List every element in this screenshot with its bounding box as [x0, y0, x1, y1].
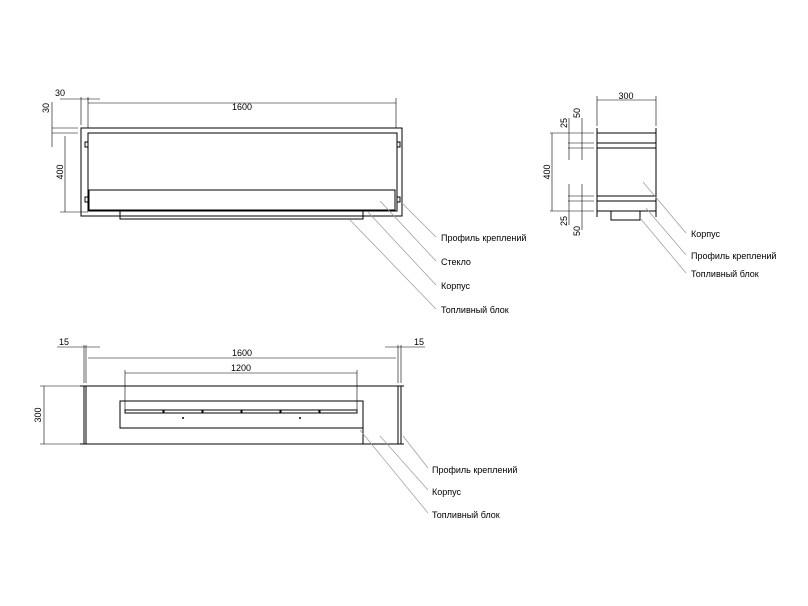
- front-outer-frame: [80, 127, 403, 217]
- front-body: [88, 189, 396, 211]
- front-dimensions: [51, 97, 397, 213]
- side-fuel-block: [610, 210, 641, 221]
- front-fuel-block: [119, 210, 364, 220]
- dim-50-bottom: 50: [572, 226, 582, 236]
- dim-15-left: 15: [59, 337, 69, 347]
- label-glass: Стекло: [441, 257, 471, 267]
- dim-30-h: 30: [55, 88, 65, 98]
- label-body: Корпус: [441, 281, 471, 291]
- label-fuel-block: Топливный блок: [432, 510, 500, 520]
- dim-30-v: 30: [41, 103, 51, 113]
- dim-1600: 1600: [232, 348, 252, 358]
- label-fuel-block: Топливный блок: [691, 269, 759, 279]
- dim-1600: 1600: [232, 102, 252, 112]
- dim-400: 400: [542, 164, 552, 179]
- top-fuel-block: [119, 400, 364, 429]
- dim-300: 300: [618, 91, 633, 101]
- dim-50-top: 50: [572, 108, 582, 118]
- dim-25-bottom: 25: [559, 216, 569, 226]
- label-body: Корпус: [432, 487, 462, 497]
- side-view: 300 400 25 50 25 50 Корпус Профиль крепл…: [542, 91, 776, 279]
- burner-slots: [124, 409, 358, 419]
- top-dimensions: [40, 345, 425, 445]
- label-mounting-profile: Профиль креплений: [691, 251, 776, 261]
- label-body: Корпус: [691, 229, 721, 239]
- dim-300: 300: [33, 407, 43, 422]
- label-mounting-profile: Профиль креплений: [441, 233, 526, 243]
- side-dimensions: [550, 96, 657, 230]
- dim-15-right: 15: [414, 337, 424, 347]
- front-view: 1600 30 30 400 Профиль креплений Стекло …: [41, 88, 526, 315]
- label-fuel-block: Топливный блок: [441, 305, 509, 315]
- dim-400: 400: [55, 164, 65, 179]
- dim-25-top: 25: [559, 118, 569, 128]
- front-glass: [87, 132, 398, 212]
- dim-1200: 1200: [231, 363, 251, 373]
- top-view: 1600 1200 15 15 300 Профиль креплений Ко…: [33, 337, 517, 520]
- label-mounting-profile: Профиль креплений: [432, 465, 517, 475]
